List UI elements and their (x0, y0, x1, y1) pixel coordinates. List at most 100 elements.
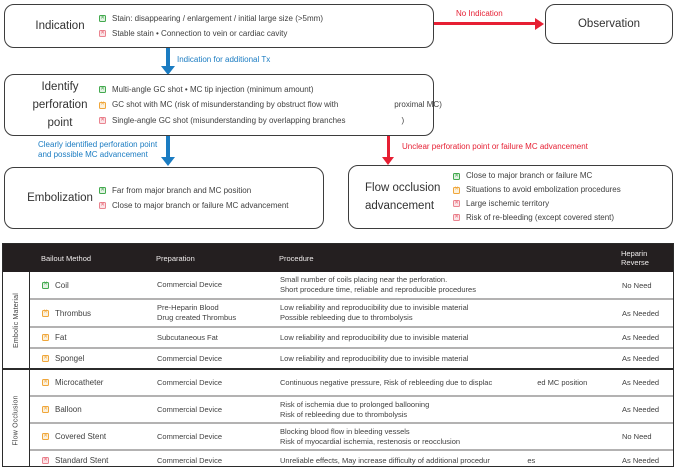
additional-tx-arrow (166, 48, 170, 68)
table-row: Microcatheter Commercial Device Continuo… (30, 370, 673, 395)
status-marker-icon (42, 309, 49, 317)
heparin-cell: As Needed (622, 333, 660, 342)
flow-occlusion-box: Flow occlusion advancement Close to majo… (348, 165, 673, 229)
additional-tx-arrowhead-icon (161, 66, 175, 75)
group-label-cell: Embolic Material (3, 272, 30, 368)
procedure-cell: Risk of ischemia due to prolonged balloo… (280, 399, 430, 419)
method-cell: Balloon (30, 405, 157, 414)
group-label-cell: Flow Occlusion (3, 370, 30, 467)
column-header-heparin: Heparin Reverse (621, 249, 649, 267)
preparation-cell: Pre-Heparin Blood Drug created Thrombus (157, 303, 237, 322)
procedure-cell: Low reliability and reproducibility due … (280, 332, 469, 342)
procedure-cell: Unreliable effects, May increase difficu… (280, 455, 536, 465)
no-indication-arrowhead-icon (535, 17, 544, 30)
list-item: Stable stain • Connection to vein or car… (99, 26, 323, 42)
table-row: Covered Stent Commercial Device Blocking… (30, 422, 673, 449)
embolization-box-title: Embolization (27, 192, 93, 204)
additional-tx-arrow-label: Indication for additional Tx (177, 55, 271, 64)
preparation-cell: Commercial Device (157, 353, 223, 363)
list-item: Close to major branch or failure MC (453, 169, 621, 183)
indication-box: Indication Stain: disappearing / enlarge… (4, 4, 434, 48)
table-row: Thrombus Pre-Heparin Blood Drug created … (30, 298, 673, 326)
preparation-cell: Commercial Device (157, 280, 223, 289)
column-header-method: Bailout Method (41, 253, 92, 263)
table-row: Coil Commercial Device Small number of c… (30, 272, 673, 298)
table-row: Fat Subcutaneous Fat Low reliability and… (30, 326, 673, 347)
column-header-procedure: Procedure (279, 253, 314, 263)
method-cell: Covered Stent (30, 432, 157, 441)
status-marker-icon (453, 172, 460, 180)
list-item-text: Close to major branch or failure MC (466, 171, 593, 181)
unclear-perforation-arrow (387, 136, 390, 158)
heparin-cell: As Needed (622, 354, 660, 363)
observation-box-title: Observation (577, 18, 640, 30)
identify-item-list: Multi-angle GC shot • MC tip injection (… (99, 82, 442, 129)
preparation-cell: Commercial Device (157, 431, 223, 441)
method-cell: Microcatheter (30, 378, 157, 387)
group-label: Embolic Material (12, 292, 20, 348)
clear-perforation-arrow (166, 136, 170, 158)
table-row: Standard Stent Commercial Device Unrelia… (30, 449, 673, 467)
status-marker-icon (99, 117, 106, 124)
procedure-cell: Blocking blood flow in bleeding vessels … (280, 426, 461, 446)
status-marker-icon (42, 334, 49, 341)
table-group-flow-occlusion: Flow Occlusion Microcatheter Commercial … (3, 368, 673, 467)
list-item-text: Multi-angle GC shot • MC tip injection (… (112, 84, 314, 94)
procedure-cell: Small number of coils placing near the p… (280, 275, 476, 294)
table-group-embolic-material: Embolic Material Coil Commercial Device (3, 272, 673, 368)
column-header-preparation: Preparation (156, 253, 195, 263)
method-cell: Standard Stent (30, 456, 157, 465)
procedure-cell: Low reliability and reproducibility due … (280, 353, 469, 363)
unclear-perforation-arrowhead-icon (382, 157, 394, 165)
status-marker-icon (42, 433, 49, 440)
list-item-text: Stable stain • Connection to vein or car… (112, 29, 288, 38)
identify-perforation-box: Identify perforation point Multi-angle G… (4, 74, 442, 136)
bailout-table: Bailout Method Preparation Procedure Hep… (2, 243, 674, 467)
status-marker-icon (99, 86, 106, 93)
embolization-item-list: Far from major branch and MC position Cl… (99, 183, 289, 214)
heparin-cell: As Needed (622, 456, 660, 465)
embolization-box: Embolization Far from major branch and M… (4, 167, 324, 229)
bailout-table-body: Embolic Material Coil Commercial Device (3, 272, 673, 467)
indication-item-list: Stain: disappearing / enlargement / init… (99, 11, 323, 42)
flow-occlusion-item-list: Close to major branch or failure MC Situ… (453, 169, 621, 224)
status-marker-icon (42, 457, 49, 464)
heparin-cell: As Needed (622, 378, 660, 387)
status-marker-icon (99, 14, 106, 22)
procedure-cell: Continuous negative pressure, Risk of re… (280, 377, 588, 387)
preparation-cell: Commercial Device (157, 377, 223, 387)
preparation-cell: Subcutaneous Fat (157, 332, 218, 342)
heparin-cell: As Needed (622, 405, 660, 414)
heparin-cell: No Need (622, 432, 652, 441)
preparation-cell: Commercial Device (157, 404, 223, 414)
list-item-text: GC shot with MC (risk of misunderstandin… (112, 100, 442, 110)
list-item: Situations to avoid embolization procedu… (453, 183, 621, 197)
identify-perforation-box-title: Identify perforation point (32, 81, 88, 129)
list-item: Close to major branch or failure MC adva… (99, 198, 289, 214)
status-marker-icon (42, 281, 49, 289)
group-label: Flow Occlusion (12, 394, 20, 446)
heparin-cell: As Needed (622, 308, 660, 318)
status-marker-icon (453, 200, 460, 208)
status-marker-icon (99, 186, 106, 194)
clear-perforation-arrowhead-icon (161, 157, 175, 166)
no-indication-arrow (434, 22, 536, 25)
method-cell: Coil (30, 281, 157, 290)
status-marker-icon (42, 406, 49, 413)
list-item: Risk of re-bleeding (except covered sten… (453, 211, 621, 225)
table-row: Spongel Commercial Device Low reliabilit… (30, 347, 673, 368)
flow-occlusion-box-title: Flow occlusion advancement (365, 182, 441, 212)
status-marker-icon (99, 101, 106, 109)
list-item-text: Close to major branch or failure MC adva… (112, 201, 289, 210)
status-marker-icon (453, 214, 460, 222)
status-marker-icon (42, 355, 49, 362)
list-item: Stain: disappearing / enlargement / init… (99, 11, 323, 27)
status-marker-icon (453, 186, 460, 194)
list-item: GC shot with MC (risk of misunderstandin… (99, 97, 442, 113)
procedure-cell: Low reliability and reproducibility due … (280, 303, 469, 322)
list-item-text: Far from major branch and MC position (112, 185, 252, 195)
list-item: Large ischemic territory (453, 197, 621, 211)
status-marker-icon (99, 30, 106, 38)
no-indication-arrow-label: No Indication (456, 9, 503, 18)
